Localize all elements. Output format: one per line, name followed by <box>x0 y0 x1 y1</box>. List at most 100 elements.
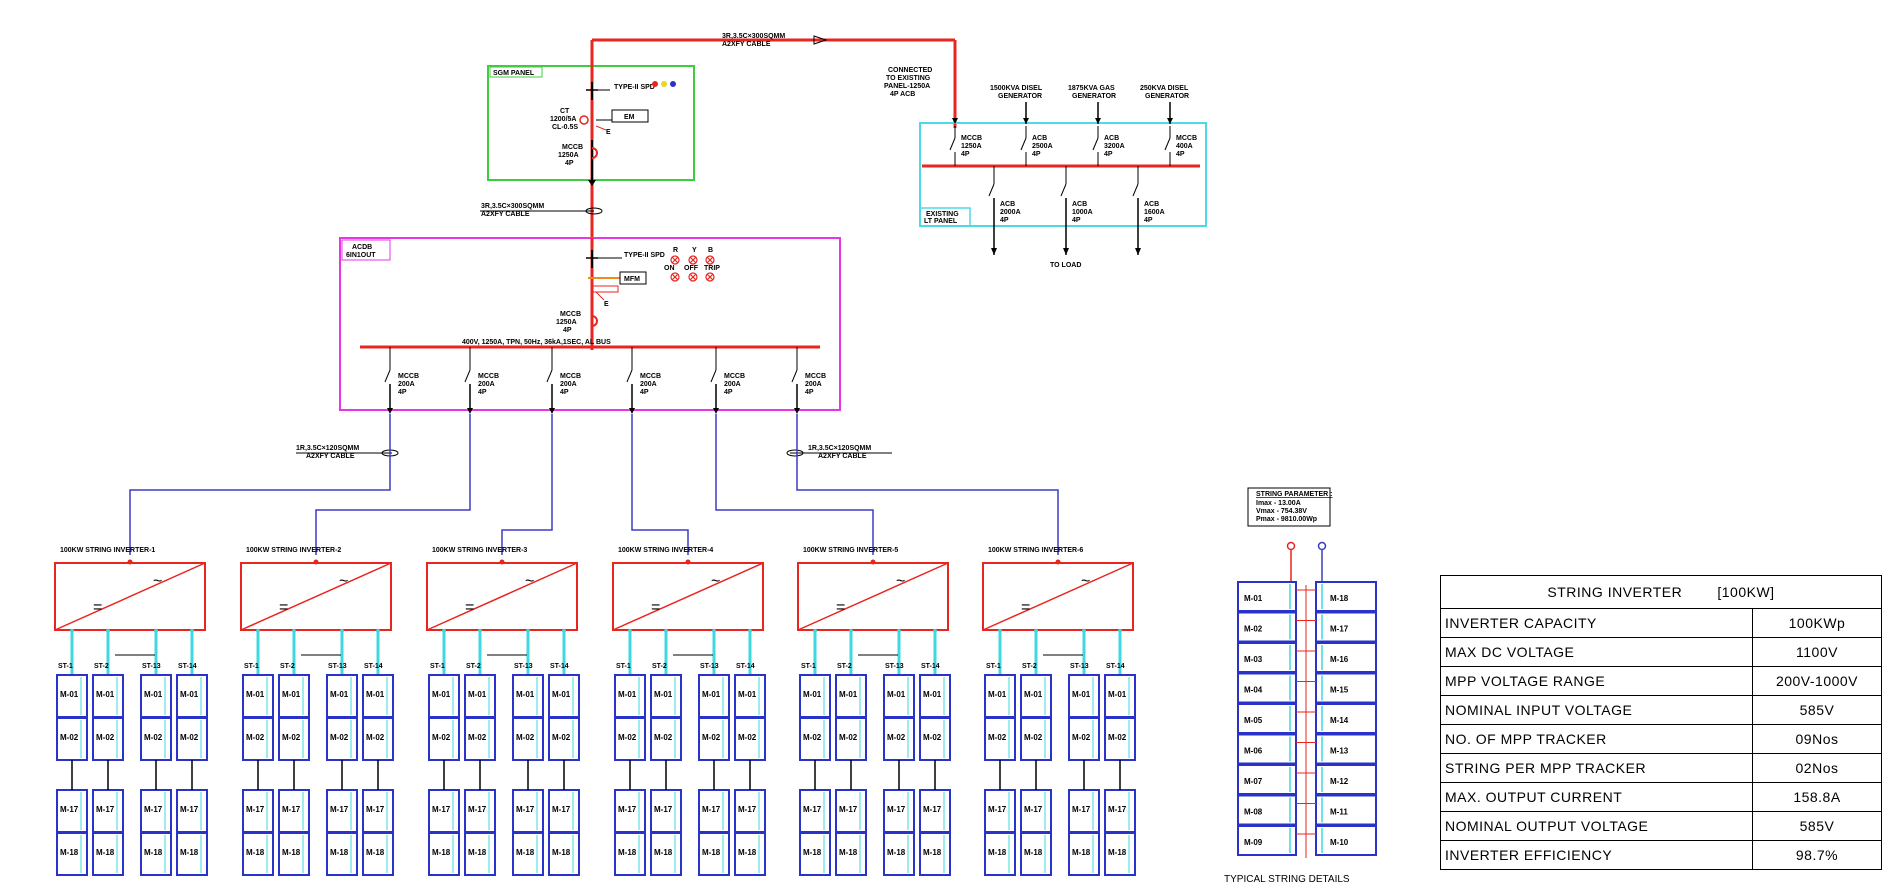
earth-label: E <box>606 129 611 136</box>
ac-symbol: ~ <box>525 573 534 590</box>
module-label: M-06 <box>1244 747 1263 756</box>
string-inverter: 100KW STRING INVERTER-2~=ST-1M-01M-02M-1… <box>240 547 394 876</box>
spec-label: INVERTER EFFICIENCY <box>1440 840 1753 870</box>
indicator-lamp-icon <box>652 81 658 87</box>
sgm-mccb-label: 1250A <box>558 152 579 159</box>
outgoing-mccb-label: 4P <box>724 389 733 396</box>
string-parameter-title: STRING PARAMETER : <box>1256 491 1332 498</box>
ac-symbol: ~ <box>896 573 905 590</box>
inverter-cable-label: A2XFY CABLE <box>818 453 867 460</box>
pv-module: M-18 <box>56 832 88 876</box>
module-label: M-02 <box>654 733 673 742</box>
typical-module-right: M-11 <box>1315 794 1377 826</box>
outgoing-mccb-label: MCCB <box>640 373 661 380</box>
pv-module: M-17 <box>464 789 496 833</box>
module-label: M-01 <box>618 690 637 699</box>
outgoing-mccb-label: 200A <box>398 381 415 388</box>
lt-breaker-label: ACB <box>1072 201 1087 208</box>
pv-module: M-17 <box>326 789 358 833</box>
outgoing-mccb-label: MCCB <box>724 373 745 380</box>
top-cable-label: A2XFY CABLE <box>722 41 771 48</box>
string-parameter-line: Vmax - 754.38V <box>1256 508 1307 515</box>
feeders <box>129 414 1059 555</box>
module-label: M-17 <box>60 805 79 814</box>
dc-symbol: = <box>93 599 102 616</box>
outgoing-mccb-label: 4P <box>560 389 569 396</box>
pv-module: M-18 <box>650 832 682 876</box>
typical-module-left: M-08 <box>1237 794 1297 826</box>
module-label: M-02 <box>282 733 301 742</box>
module-label: M-13 <box>1330 747 1349 756</box>
module-label: M-01 <box>246 690 265 699</box>
string-parameter: STRING PARAMETER : Imax - 13.00A Vmax - … <box>1247 487 1332 527</box>
module-label: M-18 <box>1108 848 1127 857</box>
module-label: M-01 <box>1072 690 1091 699</box>
string-inverter: 100KW STRING INVERTER-1~=ST-1M-01M-02M-1… <box>54 547 208 876</box>
pv-module: M-01 <box>919 674 951 718</box>
lt-breaker-label: 4P <box>961 151 970 158</box>
module-label: M-18 <box>330 848 349 857</box>
lt-breaker-label: 400A <box>1176 143 1193 150</box>
feeder-cable <box>315 414 471 555</box>
spec-value: 100KWp <box>1752 608 1882 638</box>
string-label: ST-1 <box>616 663 631 670</box>
inverter-title: 100KW STRING INVERTER-5 <box>803 547 898 554</box>
outgoing-mccb-label: 4P <box>640 389 649 396</box>
module-label: M-02 <box>1244 625 1263 634</box>
inverter-title: 100KW STRING INVERTER-3 <box>432 547 527 554</box>
spec-header-rating: [100KW] <box>1717 584 1775 600</box>
string-label: ST-13 <box>514 663 533 670</box>
string-inverter: 100KW STRING INVERTER-3~=ST-1M-01M-02M-1… <box>426 547 580 876</box>
pv-module: M-18 <box>1104 832 1136 876</box>
typical-string-caption: TYPICAL STRING DETAILS <box>1224 874 1350 885</box>
module-label: M-18 <box>246 848 265 857</box>
module-label: M-18 <box>1024 848 1043 857</box>
spec-value: 02Nos <box>1752 753 1882 783</box>
pv-module: M-02 <box>242 717 274 761</box>
module-label: M-02 <box>988 733 1007 742</box>
pv-module: M-18 <box>362 832 394 876</box>
pv-module: M-02 <box>56 717 88 761</box>
outgoing-mccb-label: 200A <box>478 381 495 388</box>
pv-module: M-17 <box>835 789 867 833</box>
pv-module: M-01 <box>512 674 544 718</box>
string-label: ST-1 <box>430 663 445 670</box>
module-label: M-01 <box>839 690 858 699</box>
indicator-letter: B <box>708 247 713 254</box>
mid-cable: 3R,3.5C×300SQMM A2XFY CABLE <box>480 203 603 218</box>
outgoing-mccb-label: MCCB <box>398 373 419 380</box>
pv-module: M-17 <box>512 789 544 833</box>
indicator-lamp-icon <box>670 81 676 87</box>
module-label: M-17 <box>988 805 1007 814</box>
pv-module: M-17 <box>734 789 766 833</box>
pv-module: M-17 <box>140 789 172 833</box>
spec-value: 98.7% <box>1752 840 1882 870</box>
outgoing-mccb-label: 200A <box>560 381 577 388</box>
typical-module-left: M-07 <box>1237 764 1297 795</box>
module-label: M-17 <box>96 805 115 814</box>
indicator-state: OFF <box>684 265 699 272</box>
module-label: M-01 <box>468 690 487 699</box>
pv-module: M-18 <box>614 832 646 876</box>
pv-module: M-01 <box>614 674 646 718</box>
module-label: M-01 <box>1024 690 1043 699</box>
mccb-icon <box>591 147 598 159</box>
pv-module: M-02 <box>464 717 496 761</box>
pv-module: M-18 <box>242 832 274 876</box>
acdb-mccb-label: 1250A <box>556 319 577 326</box>
typical-module-right: M-14 <box>1315 703 1377 734</box>
inverter-spec-table: STRING INVERTER [100KW] INVERTER CAPACIT… <box>1440 575 1882 870</box>
module-label: M-02 <box>887 733 906 742</box>
pv-module: M-18 <box>799 832 831 876</box>
string-parameter-line: Imax - 13.00A <box>1256 500 1301 507</box>
inverter-body <box>612 562 764 631</box>
pv-module: M-17 <box>278 789 310 833</box>
pv-module: M-01 <box>835 674 867 718</box>
